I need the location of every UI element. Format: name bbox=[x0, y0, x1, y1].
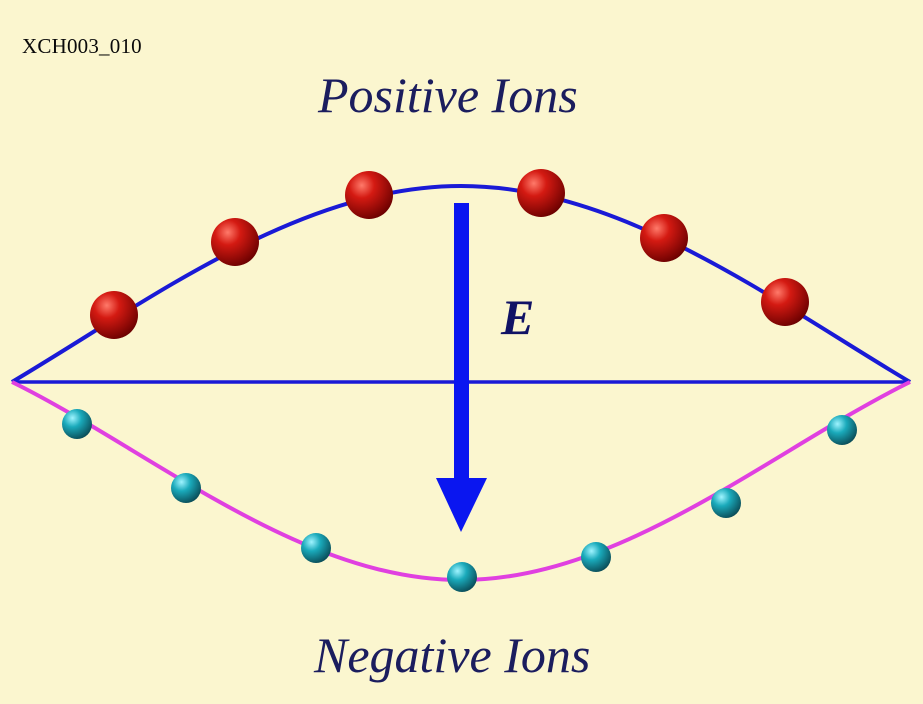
negative-ions-label: Negative Ions bbox=[314, 627, 591, 683]
negative-ion bbox=[62, 409, 92, 439]
positive-ions bbox=[90, 169, 809, 339]
negative-ion bbox=[447, 562, 477, 592]
negative-ion bbox=[171, 473, 201, 503]
positive-ion bbox=[90, 291, 138, 339]
positive-ion bbox=[761, 278, 809, 326]
electric-field-arrow bbox=[436, 203, 487, 532]
positive-ion bbox=[345, 171, 393, 219]
positive-ions-label: Positive Ions bbox=[318, 67, 578, 123]
negative-ion bbox=[711, 488, 741, 518]
positive-ion bbox=[211, 218, 259, 266]
positive-ion bbox=[640, 214, 688, 262]
electric-field-label: E bbox=[501, 289, 535, 345]
negative-ion bbox=[827, 415, 857, 445]
positive-ion bbox=[517, 169, 565, 217]
negative-ion bbox=[581, 542, 611, 572]
negative-ions bbox=[62, 409, 857, 592]
negative-ion bbox=[301, 533, 331, 563]
slide-code: XCH003_010 bbox=[22, 34, 142, 58]
